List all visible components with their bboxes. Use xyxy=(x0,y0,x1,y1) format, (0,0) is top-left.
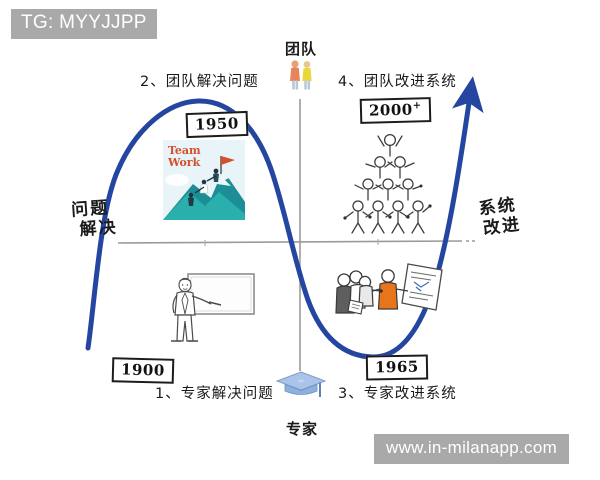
watermark-top-left: TG: MYYJJPP xyxy=(11,9,157,39)
bottom-axis-caption: 专家 xyxy=(286,420,319,438)
watermark-bottom-right: www.in-milanapp.com xyxy=(374,434,570,464)
quadrant-label-1: 1、专家解决问题 xyxy=(155,386,274,402)
expert-presenter-whiteboard xyxy=(171,273,255,342)
team-meeting-flipchart xyxy=(335,263,443,315)
two-people-icon xyxy=(290,60,312,90)
y-axis-label-line1: 问题 xyxy=(70,197,110,221)
year-superscript: + xyxy=(412,100,422,112)
y-axis-label-line2: 解决 xyxy=(78,216,119,240)
poster-title: Team Work xyxy=(168,145,201,168)
poster-title-line2: Work xyxy=(168,155,201,169)
year-marker-2000: 2000+ xyxy=(359,97,431,124)
right-axis-label: 系统 改进 xyxy=(478,195,523,240)
top-axis-caption: 团队 xyxy=(285,40,318,58)
teamwork-mountain-poster: Team Work xyxy=(163,140,245,220)
quadrant-label-3: 3、专家改进系统 xyxy=(338,386,457,402)
year-marker-1950: 1950 xyxy=(185,110,249,139)
quadrant-label-4: 4、团队改进系统 xyxy=(338,74,457,90)
year-marker-1900: 1900 xyxy=(111,357,175,384)
graduation-cap-icon xyxy=(275,371,327,397)
year-text: 2000 xyxy=(368,100,413,120)
year-text: 1900 xyxy=(120,360,165,380)
poster-title-line1: Team xyxy=(168,144,201,157)
stick-figure-human-pyramid xyxy=(343,133,432,234)
quadrant-label-2: 2、团队解决问题 xyxy=(140,74,259,90)
year-marker-1965: 1965 xyxy=(365,354,428,381)
year-text: 1950 xyxy=(194,114,240,134)
year-text: 1965 xyxy=(374,357,419,377)
y-axis-label: 问题 解决 xyxy=(71,198,119,240)
